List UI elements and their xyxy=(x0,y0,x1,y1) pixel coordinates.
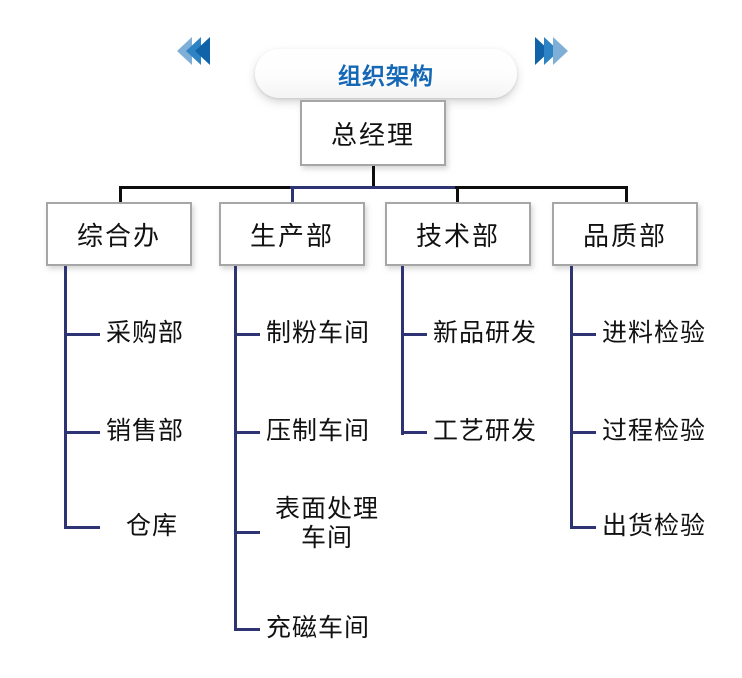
org-node-root[interactable]: 总经理 xyxy=(300,100,446,166)
org-node-dept-2[interactable]: 技术部 xyxy=(385,202,531,266)
connector-branch-dept-3-2 xyxy=(570,526,596,529)
connector-branch-dept-1-3 xyxy=(234,628,260,631)
title-pill: 组织架构 xyxy=(255,49,517,98)
org-leaf-dept-2-1[interactable]: 工艺研发 xyxy=(433,416,538,445)
connector-branch-dept-0-1 xyxy=(64,431,100,434)
connector-branch-dept-1-0 xyxy=(234,333,260,336)
connector-branch-dept-3-1 xyxy=(570,431,596,434)
org-node-dept-3[interactable]: 品质部 xyxy=(552,202,698,266)
org-leaf-dept-0-2[interactable]: 仓库 xyxy=(126,511,179,540)
connector-branch-dept-2-1 xyxy=(401,431,427,434)
connector-branch-dept-0-2 xyxy=(64,526,100,529)
connector-bus-right xyxy=(455,186,627,189)
org-leaf-dept-0-0[interactable]: 采购部 xyxy=(106,318,185,347)
chevron-left-icon xyxy=(195,37,210,65)
connector-branch-dept-1-1 xyxy=(234,431,260,434)
org-leaf-dept-1-0[interactable]: 制粉车间 xyxy=(266,318,371,347)
connector-root-stem xyxy=(372,166,375,188)
connector-spine-dept-3 xyxy=(570,266,573,529)
org-leaf-dept-3-2[interactable]: 出货检验 xyxy=(602,511,707,540)
connector-drop-dept-3 xyxy=(625,186,628,203)
page-title: 组织架构 xyxy=(338,63,434,90)
org-leaf-dept-1-3[interactable]: 充磁车间 xyxy=(266,613,371,642)
chevron-left-triple-icon xyxy=(177,36,210,66)
connector-branch-dept-0-0 xyxy=(64,333,100,336)
connector-bus-left xyxy=(120,186,292,189)
org-leaf-dept-3-0[interactable]: 进料检验 xyxy=(602,318,707,347)
chevron-right-icon xyxy=(553,37,568,65)
org-leaf-dept-1-1[interactable]: 压制车间 xyxy=(266,416,371,445)
org-leaf-dept-1-2[interactable]: 表面处理 车间 xyxy=(274,494,379,552)
connector-drop-dept-0 xyxy=(119,186,122,203)
connector-branch-dept-1-2 xyxy=(234,531,260,534)
title-banner: 组织架构 xyxy=(0,22,742,98)
connector-branch-dept-3-0 xyxy=(570,333,596,336)
org-leaf-dept-3-1[interactable]: 过程检验 xyxy=(602,416,707,445)
connector-drop-dept-1 xyxy=(291,186,294,203)
org-leaf-dept-2-0[interactable]: 新品研发 xyxy=(433,318,538,347)
connector-spine-dept-0 xyxy=(64,266,67,529)
connector-spine-dept-2 xyxy=(401,266,404,435)
connector-spine-dept-1 xyxy=(234,266,237,631)
org-leaf-dept-0-1[interactable]: 销售部 xyxy=(106,416,185,445)
connector-branch-dept-2-0 xyxy=(401,333,427,336)
org-node-dept-0[interactable]: 综合办 xyxy=(46,202,192,266)
chevron-right-triple-icon xyxy=(535,36,568,66)
connector-bus-mid xyxy=(290,186,457,189)
connector-drop-dept-2 xyxy=(456,186,459,203)
org-node-dept-1[interactable]: 生产部 xyxy=(219,202,365,266)
